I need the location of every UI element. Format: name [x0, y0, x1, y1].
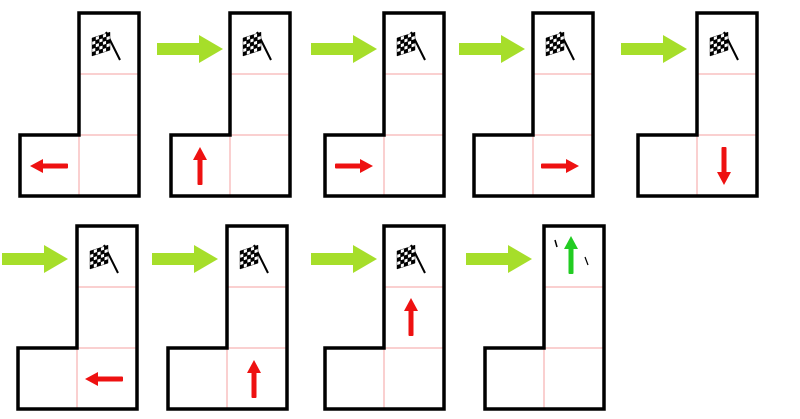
green-step-arrow-icon	[311, 244, 379, 274]
grid-lines	[543, 286, 604, 409]
checkered-flag-icon	[396, 244, 426, 274]
maze-wall	[166, 224, 289, 411]
green-step-arrow-icon	[466, 244, 534, 274]
checkered-flag-icon	[709, 31, 739, 61]
red-direction-arrow-icon	[541, 159, 579, 173]
red-direction-arrow-icon	[85, 372, 123, 386]
maze-board	[472, 11, 603, 202]
green-step-arrow-icon	[621, 34, 689, 64]
grid-lines	[229, 73, 290, 196]
flag-remnant-mark	[554, 239, 558, 248]
maze-board	[636, 11, 767, 202]
checkered-flag-icon	[396, 31, 426, 61]
grid-lines	[76, 286, 137, 409]
checkered-flag-icon	[545, 31, 575, 61]
maze-board	[169, 11, 300, 202]
green-step-arrow-icon	[459, 34, 527, 64]
red-direction-arrow-icon	[247, 360, 261, 398]
flag-remnant-mark	[584, 256, 589, 266]
checkered-flag-icon	[239, 244, 269, 274]
maze-wall	[483, 224, 606, 411]
grid-lines	[78, 73, 139, 196]
green-step-arrow-icon	[311, 34, 379, 64]
maze-board	[483, 224, 614, 415]
grid-lines	[383, 73, 444, 196]
green-step-arrow-icon	[152, 244, 220, 274]
maze-wall	[18, 11, 141, 198]
grid-lines	[532, 73, 593, 196]
maze-board	[323, 224, 454, 415]
green-step-arrow-icon	[2, 244, 70, 274]
maze-wall	[323, 11, 446, 198]
green-step-arrow-icon	[157, 34, 225, 64]
maze-board	[166, 224, 297, 415]
red-direction-arrow-icon	[30, 159, 68, 173]
green-direction-arrow-icon	[564, 236, 578, 274]
maze-board	[18, 11, 149, 202]
grid-lines	[383, 286, 444, 409]
red-direction-arrow-icon	[335, 159, 373, 173]
red-direction-arrow-icon	[193, 147, 207, 185]
red-direction-arrow-icon	[404, 298, 418, 336]
maze-wall	[323, 224, 446, 411]
maze-wall	[636, 11, 759, 198]
checkered-flag-icon	[91, 31, 121, 61]
maze-wall	[16, 224, 139, 411]
checkered-flag-icon	[89, 244, 119, 274]
maze-wall	[472, 11, 595, 198]
grid-lines	[696, 73, 757, 196]
grid-lines	[226, 286, 287, 409]
maze-board	[16, 224, 147, 415]
maze-board	[323, 11, 454, 202]
red-direction-arrow-icon	[717, 147, 731, 185]
maze-wall	[169, 11, 292, 198]
checkered-flag-icon	[242, 31, 272, 61]
